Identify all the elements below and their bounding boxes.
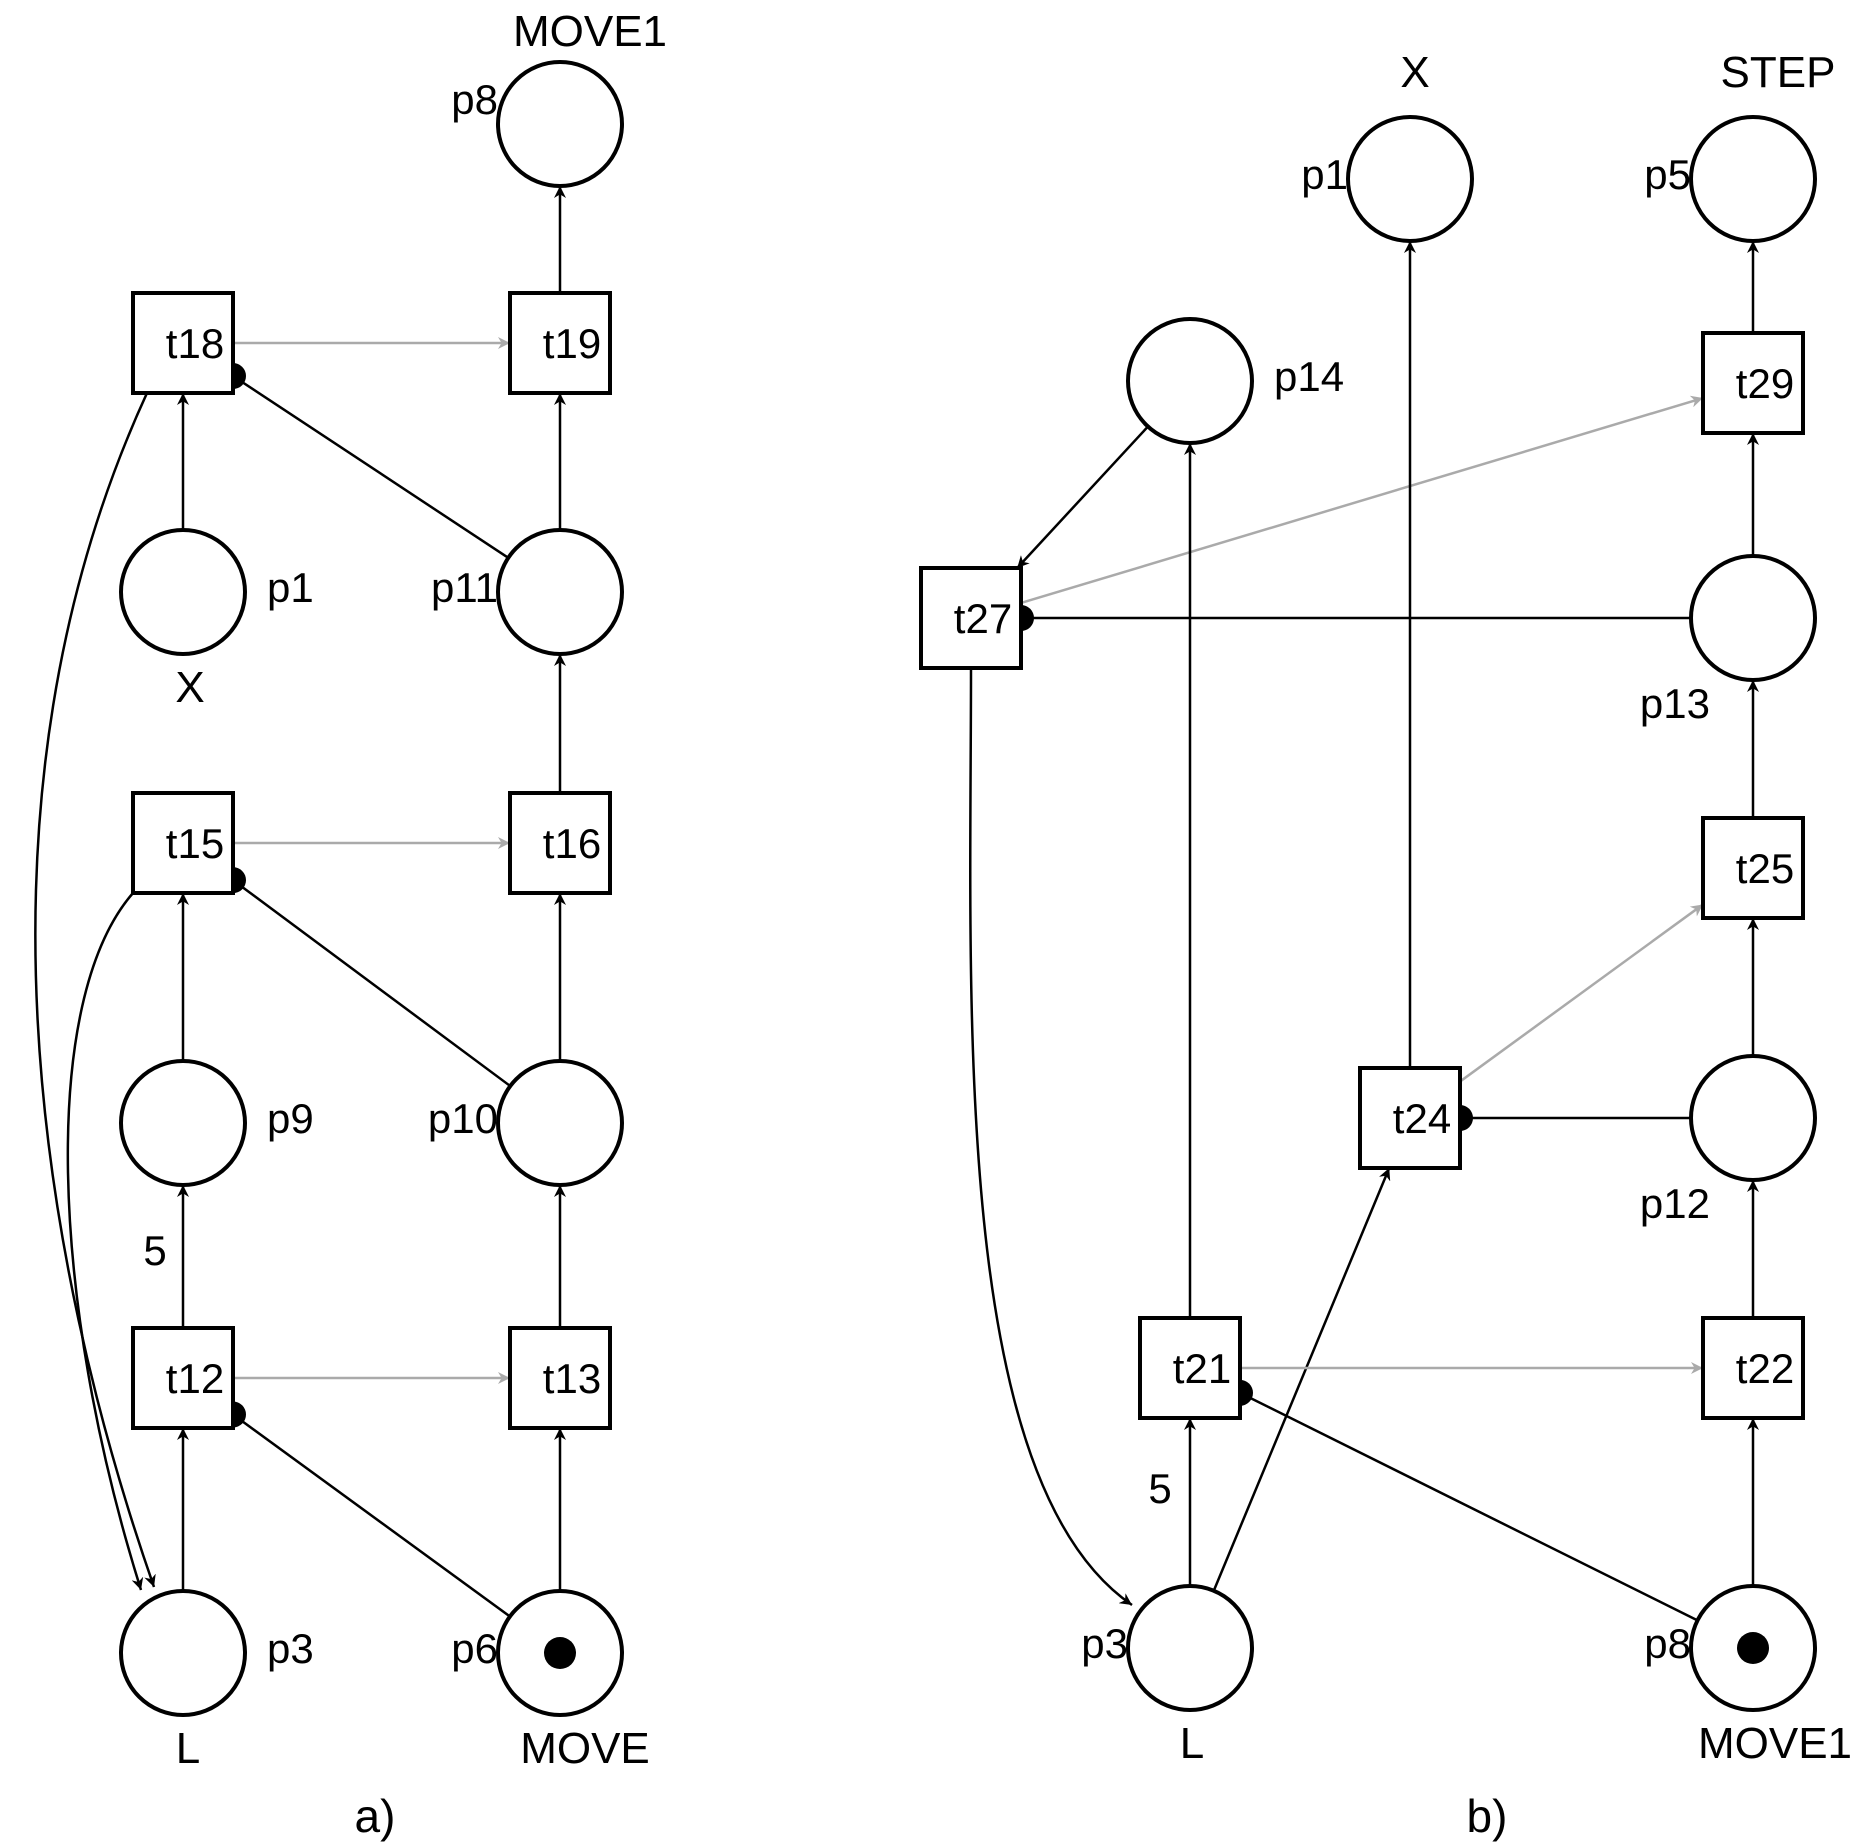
place-p13 — [1689, 554, 1817, 682]
inhibitor-arc — [231, 878, 511, 1088]
test-arc — [1459, 903, 1704, 1083]
token — [1737, 1632, 1769, 1664]
place-label: p13 — [1640, 680, 1710, 727]
place-label: p1 — [1301, 151, 1348, 198]
arc — [34, 392, 156, 1588]
transition-t24 — [1358, 1066, 1462, 1170]
place-label: p9 — [267, 1095, 314, 1142]
transition-t13 — [508, 1326, 612, 1430]
place-p14 — [1126, 317, 1254, 445]
place-label: p3 — [1081, 1620, 1128, 1667]
panel-caption: a) — [355, 1790, 396, 1842]
place-p11 — [496, 528, 624, 656]
transition-label: t15 — [166, 820, 224, 867]
arc — [1212, 1167, 1391, 1592]
place-label: p6 — [451, 1625, 498, 1672]
transition-t25 — [1701, 816, 1805, 920]
place-label: p10 — [428, 1095, 498, 1142]
transition-t16 — [508, 791, 612, 895]
arc — [66, 892, 144, 1591]
place-p8 — [496, 60, 624, 188]
place-name: MOVE — [520, 1724, 650, 1773]
place-p3 — [119, 1589, 247, 1717]
transition-label: t19 — [543, 320, 601, 367]
arc-weight-label: 5 — [143, 1227, 166, 1274]
transition-label: t24 — [1393, 1095, 1451, 1142]
transition-label: t25 — [1736, 845, 1794, 892]
place-p12 — [1689, 1054, 1817, 1182]
place-name: X — [1400, 48, 1429, 97]
place-label: p1 — [267, 564, 314, 611]
transition-label: t12 — [166, 1355, 224, 1402]
place-name: L — [176, 1724, 200, 1773]
place-p1 — [1346, 115, 1474, 243]
transition-t18 — [131, 291, 235, 395]
place-label: p12 — [1640, 1180, 1710, 1227]
arc-weight-label: 5 — [1148, 1465, 1171, 1512]
place-name: MOVE1 — [1698, 1719, 1852, 1768]
transition-t12 — [131, 1326, 235, 1430]
place-p9 — [119, 1059, 247, 1187]
place-label: p14 — [1274, 353, 1344, 400]
transition-label: t18 — [166, 320, 224, 367]
place-name: MOVE1 — [513, 7, 667, 56]
transition-t21 — [1138, 1316, 1242, 1420]
token — [544, 1637, 576, 1669]
transition-label: t13 — [543, 1355, 601, 1402]
arcs-layer: 5 — [34, 186, 566, 1618]
transition-label: t22 — [1736, 1345, 1794, 1392]
panel-caption: b) — [1467, 1790, 1508, 1842]
place-p1 — [119, 528, 247, 656]
place-name: STEP — [1721, 48, 1836, 97]
inhibitor-arc — [231, 374, 509, 559]
transition-t27 — [919, 566, 1023, 670]
place-name: X — [175, 663, 204, 712]
transition-label: t27 — [954, 595, 1012, 642]
place-p10 — [496, 1059, 624, 1187]
inhibitor-arc — [231, 1412, 511, 1618]
place-label: p3 — [267, 1625, 314, 1672]
arc — [969, 667, 1133, 1607]
test-arc — [1020, 395, 1704, 605]
transition-label: t16 — [543, 820, 601, 867]
inhibitor-arc — [1238, 1391, 1699, 1622]
transition-t29 — [1701, 331, 1805, 435]
place-label: p11 — [431, 564, 498, 611]
place-label: p5 — [1644, 151, 1691, 198]
arcs-layer: 5 — [969, 241, 1759, 1622]
transition-label: t29 — [1736, 360, 1794, 407]
place-label: p8 — [1644, 1620, 1691, 1667]
transition-t22 — [1701, 1316, 1805, 1420]
place-p3 — [1126, 1584, 1254, 1712]
transition-t19 — [508, 291, 612, 395]
transition-label: t21 — [1173, 1345, 1231, 1392]
place-label: p8 — [451, 76, 498, 123]
place-name: L — [1180, 1719, 1204, 1768]
place-p5 — [1689, 115, 1817, 243]
transition-t15 — [131, 791, 235, 895]
arc — [1016, 425, 1149, 569]
